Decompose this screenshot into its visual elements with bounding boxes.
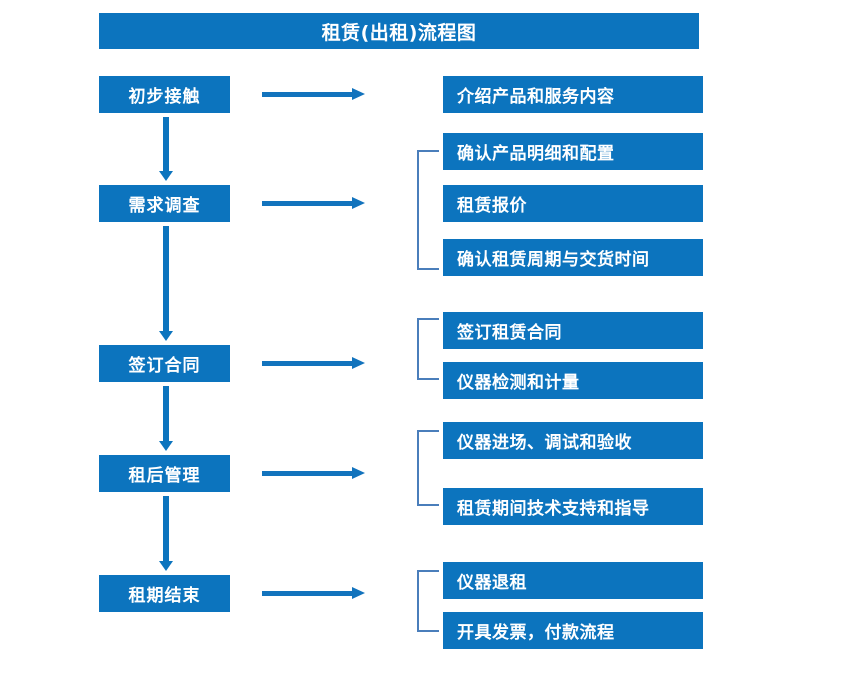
flow-arrow-down-2 bbox=[159, 226, 173, 341]
detail-box-4[interactable]: 确认租赁周期与交货时间 bbox=[443, 239, 703, 276]
detail-box-10[interactable]: 开具发票，付款流程 bbox=[443, 612, 703, 649]
detail-box-2[interactable]: 确认产品明细和配置 bbox=[443, 133, 703, 170]
detail-arrow-right-3 bbox=[262, 356, 367, 370]
detail-box-8[interactable]: 租赁期间技术支持和指导 bbox=[443, 488, 703, 525]
detail-arrow-right-2 bbox=[262, 196, 367, 210]
detail-box-6[interactable]: 仪器检测和计量 bbox=[443, 362, 703, 399]
flow-arrow-down-1 bbox=[159, 117, 173, 181]
detail-arrow-right-1 bbox=[262, 87, 367, 101]
flow-arrow-down-4 bbox=[159, 496, 173, 571]
flow-arrow-down-3 bbox=[159, 386, 173, 451]
stage-box-3[interactable]: 签订合同 bbox=[99, 345, 230, 382]
bracket-group-5 bbox=[417, 570, 439, 632]
detail-arrow-right-5 bbox=[262, 586, 367, 600]
stage-box-1[interactable]: 初步接触 bbox=[99, 76, 230, 113]
diagram-title: 租赁(出租)流程图 bbox=[99, 13, 699, 49]
detail-box-1[interactable]: 介绍产品和服务内容 bbox=[443, 76, 703, 113]
bracket-group-4 bbox=[417, 430, 439, 506]
detail-box-5[interactable]: 签订租赁合同 bbox=[443, 312, 703, 349]
bracket-group-2 bbox=[417, 150, 439, 270]
detail-box-9[interactable]: 仪器退租 bbox=[443, 562, 703, 599]
detail-box-7[interactable]: 仪器进场、调试和验收 bbox=[443, 422, 703, 459]
detail-arrow-right-4 bbox=[262, 466, 367, 480]
bracket-group-3 bbox=[417, 318, 439, 380]
stage-box-5[interactable]: 租期结束 bbox=[99, 575, 230, 612]
stage-box-4[interactable]: 租后管理 bbox=[99, 455, 230, 492]
stage-box-2[interactable]: 需求调查 bbox=[99, 185, 230, 222]
detail-box-3[interactable]: 租赁报价 bbox=[443, 185, 703, 222]
